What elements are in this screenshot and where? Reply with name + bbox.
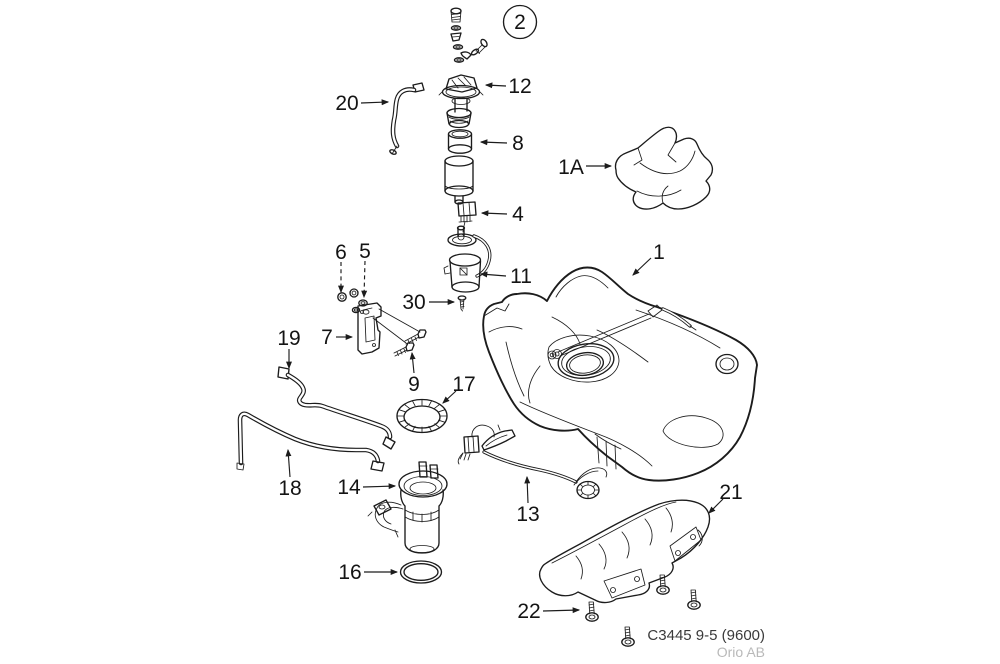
part-label-21: 21 xyxy=(719,481,742,504)
part-label-13: 13 xyxy=(516,503,539,526)
tank-strap xyxy=(552,304,697,359)
part-label-14: 14 xyxy=(337,476,361,499)
part-label-9: 9 xyxy=(408,373,420,396)
leader-lines xyxy=(285,82,724,614)
part-label-18: 18 xyxy=(278,477,301,500)
footer: C3445 9-5 (9600) Orio AB xyxy=(647,627,765,660)
part-label-1A: 1A xyxy=(558,156,584,179)
tank-filler-boss xyxy=(715,353,739,375)
vent-hose-drawing xyxy=(389,82,425,155)
screw-icon xyxy=(585,601,599,622)
fuel-filter-drawing xyxy=(447,129,473,154)
screw-icon xyxy=(656,574,670,595)
part-label-19: 19 xyxy=(277,327,300,350)
lock-ring-drawing xyxy=(396,398,448,434)
mounting-bracket-drawing xyxy=(357,302,421,355)
valve-hardware-stack xyxy=(450,7,488,63)
part-label-5: 5 xyxy=(359,240,371,263)
reservoir-screw-drawing xyxy=(457,295,467,312)
part-label-11: 11 xyxy=(510,265,532,288)
connector-drawing xyxy=(457,201,477,233)
pump-canister-drawing xyxy=(444,155,474,205)
part-label-17: 17 xyxy=(452,373,475,396)
part-labels: 12 20 8 1A 4 1 6 5 11 30 7 19 9 17 18 14… xyxy=(277,75,742,623)
part-label-22: 22 xyxy=(517,600,540,623)
catalog-code: C3445 9-5 (9600) xyxy=(647,627,765,644)
part-label-4: 4 xyxy=(512,203,524,226)
part-label-20: 20 xyxy=(335,92,358,115)
pump-reservoir-drawing xyxy=(443,225,492,293)
screw-icon xyxy=(621,626,635,647)
o-ring-seal-drawing xyxy=(399,560,443,584)
fuel-tank-drawing xyxy=(482,266,758,482)
bracket-bolts-drawing xyxy=(393,329,427,357)
heat-shield-drawing xyxy=(538,499,711,604)
part-label-16: 16 xyxy=(338,561,361,584)
part-label-7: 7 xyxy=(321,326,333,349)
fuel-line-18-drawing xyxy=(236,411,385,472)
tank-pump-opening xyxy=(547,334,620,383)
part-label-12: 12 xyxy=(508,75,531,98)
screw-icon xyxy=(687,589,701,610)
part-label-30: 30 xyxy=(402,291,425,314)
pump-cap-drawing xyxy=(438,74,484,129)
brand-name: Orio AB xyxy=(717,644,765,660)
part-label-1: 1 xyxy=(653,241,665,264)
balloon-2-label: 2 xyxy=(514,11,526,34)
tank-cover-drawing xyxy=(614,126,714,210)
wiring-harness-drawing xyxy=(457,424,608,500)
part-label-6: 6 xyxy=(335,241,347,264)
nut-washer-cluster xyxy=(337,288,370,315)
balloon-2: 2 xyxy=(502,4,538,40)
heat-shield-screws xyxy=(585,574,701,647)
fuel-pump-module-drawing xyxy=(367,461,448,554)
part-label-8: 8 xyxy=(512,132,524,155)
fuel-line-19-drawing xyxy=(277,366,396,450)
